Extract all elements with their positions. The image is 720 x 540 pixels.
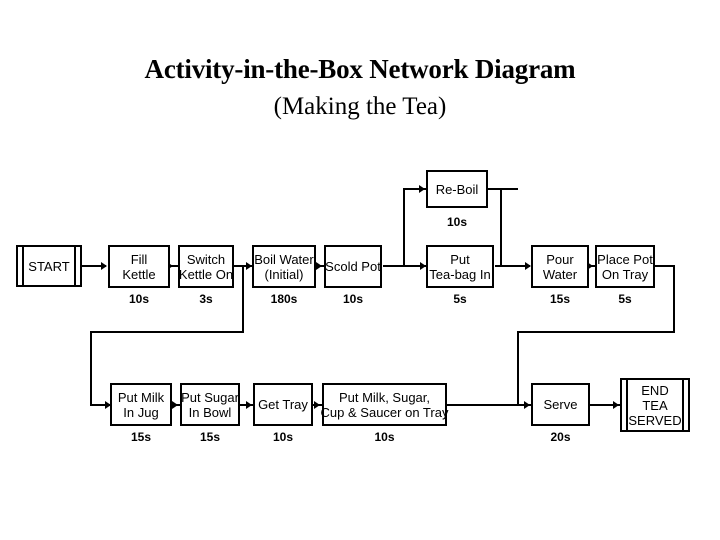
node-place-pot-on-tray[interactable]: Place Pot On Tray <box>595 245 655 288</box>
terminator-start-label-wrap: START <box>22 245 76 287</box>
node-re-boil-line1: Re-Boil <box>435 181 479 197</box>
node-get-tray-line1: Get Tray <box>258 397 308 412</box>
connector-branch-down-to-put-milk <box>90 331 92 405</box>
arrowhead-pour-water <box>525 262 531 270</box>
duration-put-tea-bag-in: 5s <box>453 292 467 306</box>
arrowhead-place-pot <box>587 262 593 270</box>
node-put-sugar-in-bowl-line2: In Bowl <box>188 404 232 420</box>
arrowhead-serve <box>524 401 530 409</box>
arrowhead-put-sugar <box>172 401 178 409</box>
node-pour-water-line2: Water <box>542 266 578 282</box>
terminator-end-line1: END <box>641 382 669 398</box>
duration-get-tray: 10s <box>272 430 294 444</box>
arrowhead-end <box>613 401 619 409</box>
terminator-start-label: START <box>28 258 70 274</box>
connector-up-to-reboil <box>403 188 405 267</box>
connector-serve-to-end <box>590 404 622 406</box>
page-title: Activity-in-the-Box Network Diagram (Mak… <box>0 52 720 124</box>
connector-start-to-fill-kettle <box>80 265 106 267</box>
connector-fill-kettle-to-switch <box>170 265 178 267</box>
connector-boil-water-to-scold-pot <box>318 265 328 267</box>
terminator-start: START <box>16 245 82 287</box>
node-pour-water[interactable]: Pour Water <box>531 245 589 288</box>
node-switch-kettle-on-line2: Kettle On <box>178 266 234 282</box>
connector-switch-to-boil-water <box>230 265 252 267</box>
connector-branch-left-to-lower-path <box>90 331 244 333</box>
connector-into-reboil <box>403 188 429 190</box>
duration-place-pot-on-tray: 5s <box>618 292 632 306</box>
node-switch-kettle-on-line1: Switch <box>186 251 226 267</box>
node-switch-kettle-on[interactable]: Switch Kettle On <box>178 245 234 288</box>
node-fill-kettle[interactable]: Fill Kettle <box>108 245 170 288</box>
node-put-sugar-in-bowl[interactable]: Put Sugar In Bowl <box>180 383 240 426</box>
node-scold-pot[interactable]: Scold Pot <box>324 245 382 288</box>
arrowhead-tea-bag <box>420 262 426 270</box>
title-main: Activity-in-the-Box Network Diagram <box>144 54 576 84</box>
duration-scold-pot: 10s <box>342 292 364 306</box>
node-pour-water-line1: Pour <box>546 251 574 267</box>
node-fill-kettle-line1: Fill <box>130 251 148 267</box>
connector-tea-bag-to-pour-water <box>495 265 530 267</box>
terminator-end-label-wrap: END TEA SERVED <box>626 378 684 432</box>
connector-load-tray-to-serve <box>447 404 532 406</box>
node-fill-kettle-line2: Kettle <box>122 266 156 282</box>
arrowhead-get-tray <box>246 401 252 409</box>
title-subtitle: (Making the Tea) <box>273 93 447 120</box>
connector-place-pot-down-to-serve <box>517 331 519 405</box>
node-re-boil[interactable]: Re-Boil <box>426 170 488 208</box>
terminator-end-line3: SERVED <box>628 412 682 428</box>
node-serve[interactable]: Serve <box>531 383 590 426</box>
terminator-end: END TEA SERVED <box>620 378 690 432</box>
node-load-tray-line1: Put Milk, Sugar, <box>338 389 431 405</box>
node-serve-line1: Serve <box>543 397 578 412</box>
arrowhead-fill-kettle <box>101 262 107 270</box>
node-load-tray-line2: Cup & Saucer on Tray <box>320 404 449 420</box>
arrowhead-switch-kettle <box>167 262 173 270</box>
connector-scold-pot-to-tea-bag <box>383 265 427 267</box>
node-boil-water-line1: Boil Water <box>254 251 314 267</box>
duration-put-sugar-in-bowl: 15s <box>199 430 221 444</box>
connector-place-pot-down <box>673 265 675 333</box>
node-put-sugar-in-bowl-line1: Put Sugar <box>181 389 239 405</box>
node-place-pot-on-tray-line1: Place Pot <box>597 251 653 267</box>
node-put-tea-bag-in-line2: Tea-bag In <box>429 266 491 282</box>
node-get-tray[interactable]: Get Tray <box>253 383 313 426</box>
node-load-tray[interactable]: Put Milk, Sugar, Cup & Saucer on Tray <box>320 383 449 426</box>
node-boil-water-line2: (Initial) <box>264 266 304 282</box>
connector-reboil-out-right <box>487 188 518 190</box>
arrowhead-put-milk <box>105 401 111 409</box>
connector-branch-to-put-milk <box>90 404 112 406</box>
duration-put-milk-in-jug: 15s <box>130 430 152 444</box>
arrowhead-load-tray <box>314 401 320 409</box>
duration-re-boil: 10s <box>446 215 468 229</box>
node-put-tea-bag-in-line1: Put <box>450 251 470 267</box>
node-boil-water[interactable]: Boil Water (Initial) <box>252 245 316 288</box>
duration-pour-water: 15s <box>549 292 571 306</box>
duration-boil-water: 180s <box>270 292 298 306</box>
duration-switch-kettle-on: 3s <box>199 292 213 306</box>
connector-pour-water-to-place-pot <box>590 265 598 267</box>
node-place-pot-on-tray-line2: On Tray <box>601 266 649 282</box>
arrowhead-boil-water <box>246 262 252 270</box>
duration-load-tray: 10s <box>374 430 395 444</box>
connector-branch-down-to-lower-path <box>242 265 244 333</box>
node-put-milk-in-jug-line2: In Jug <box>123 404 159 420</box>
arrowhead-reboil <box>419 185 425 193</box>
terminator-end-line2: TEA <box>642 397 668 413</box>
node-scold-pot-line1: Scold Pot <box>325 259 381 274</box>
node-put-tea-bag-in[interactable]: Put Tea-bag In <box>426 245 494 288</box>
connector-place-pot-out <box>655 265 675 267</box>
connector-place-pot-left <box>517 331 675 333</box>
arrowhead-scold-pot <box>316 262 322 270</box>
node-put-milk-in-jug[interactable]: Put Milk In Jug <box>110 383 172 426</box>
duration-fill-kettle: 10s <box>128 292 150 306</box>
duration-serve: 20s <box>550 430 571 444</box>
connector-reboil-down-to-main <box>500 188 502 267</box>
node-put-milk-in-jug-line1: Put Milk <box>117 389 165 405</box>
